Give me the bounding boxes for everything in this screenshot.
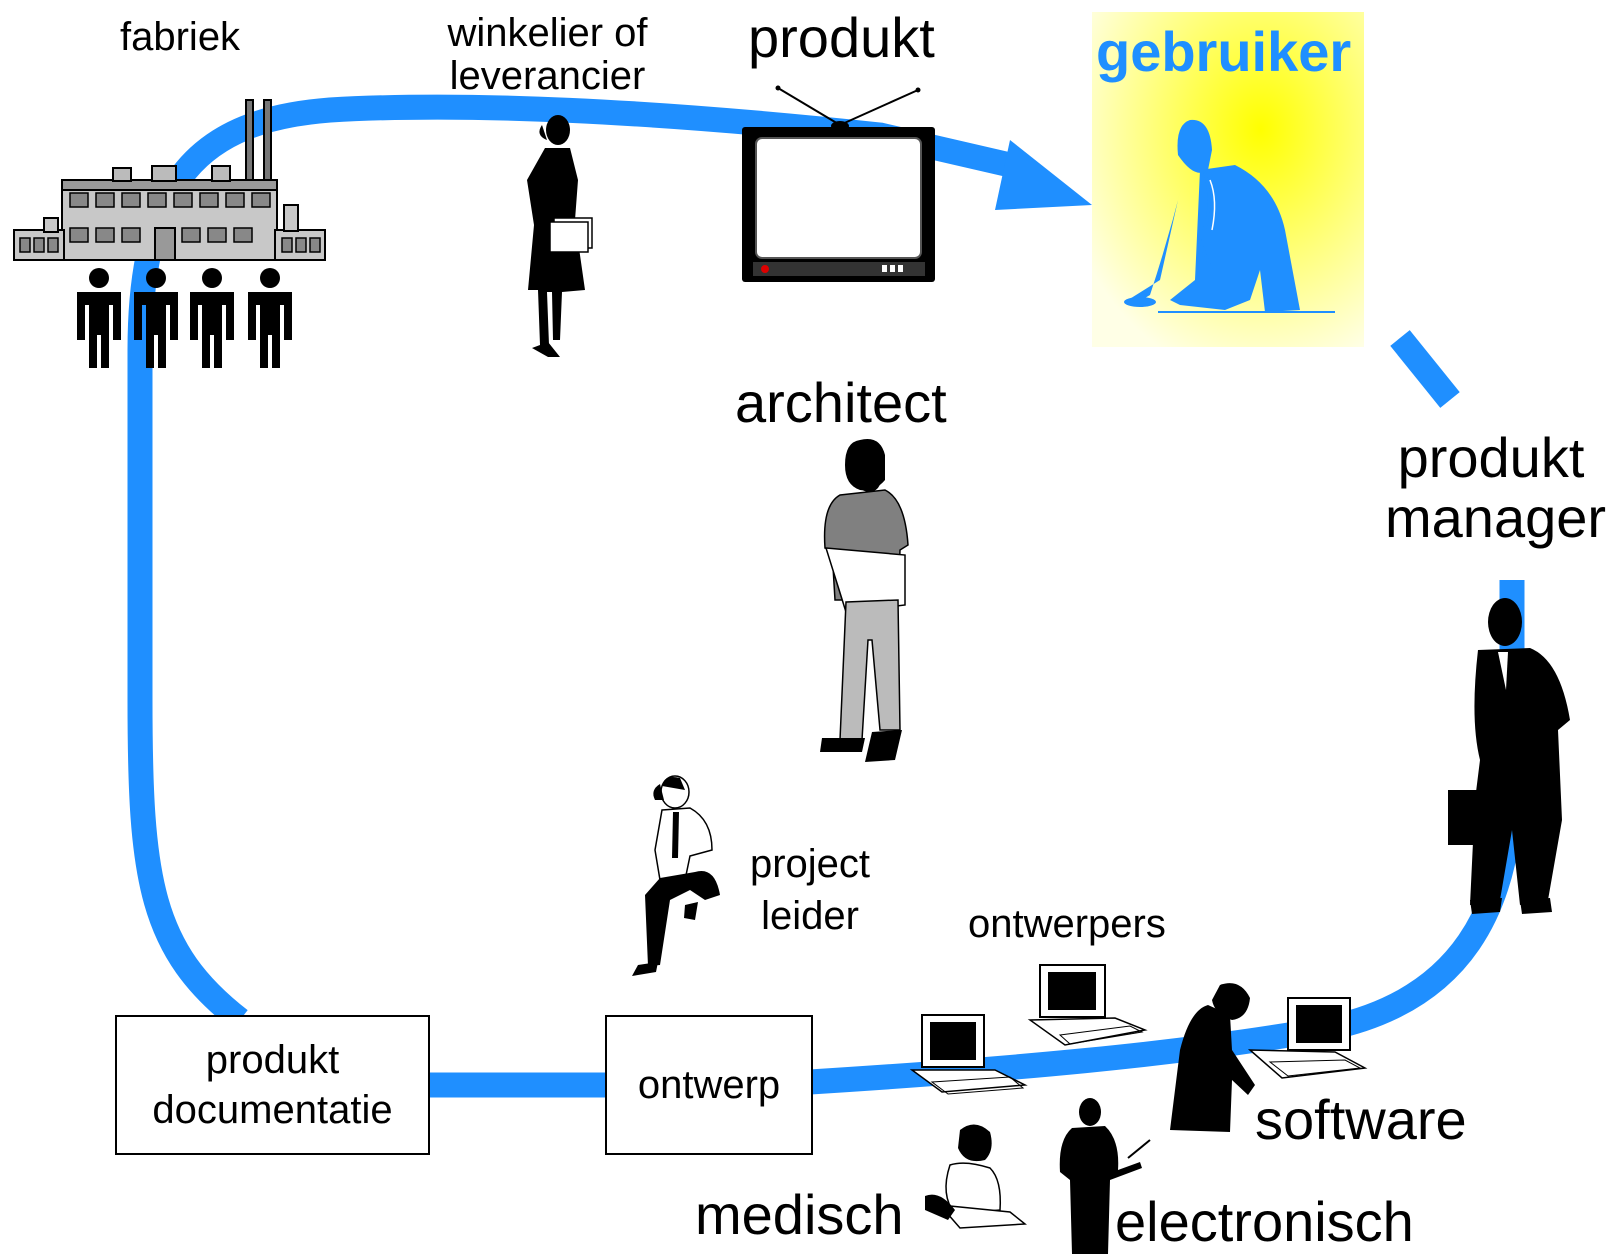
- ontwerp-box: ontwerp: [605, 1015, 813, 1155]
- label-gebruiker: gebruiker: [1096, 20, 1352, 83]
- produkt-documentatie-line2: documentatie: [152, 1088, 393, 1132]
- label-software: software: [1255, 1088, 1467, 1151]
- electronics-figure: [1059, 1098, 1151, 1254]
- workers-icon: [77, 268, 292, 368]
- label-winkelier: winkelier of leverancier: [440, 11, 655, 99]
- user-figure: [1124, 119, 1335, 313]
- label-winkelier-line1: winkelier of: [447, 11, 648, 55]
- ontwerp-label: ontwerp: [637, 1063, 781, 1107]
- software-engineer-figure: [1170, 983, 1255, 1132]
- label-produkt-manager-line1: produkt: [1397, 426, 1585, 489]
- label-project-leider-line1: project: [749, 842, 871, 886]
- computer-icon: [909, 1014, 1028, 1095]
- label-medisch: medisch: [695, 1183, 904, 1246]
- product-manager-figure: [1448, 598, 1570, 914]
- label-ontwerpers: ontwerpers: [968, 902, 1166, 946]
- label-project-leider: project leider: [740, 838, 880, 942]
- label-electronisch: electronisch: [1115, 1190, 1414, 1253]
- label-produkt-manager-line2: manager: [1385, 486, 1606, 550]
- label-produkt-manager: produkt manager: [1385, 426, 1606, 550]
- papers-icon: [549, 217, 593, 253]
- produkt-documentatie-box: produkt documentatie: [115, 1015, 430, 1155]
- label-project-leider-line2: leider: [761, 894, 859, 938]
- medical-figure: [925, 1124, 1027, 1229]
- produkt-documentatie-line1: produkt: [205, 1038, 340, 1082]
- flow-arrowhead: [995, 140, 1092, 210]
- label-fabriek: fabriek: [120, 15, 241, 59]
- label-architect: architect: [735, 371, 947, 434]
- label-produkt: produkt: [748, 6, 935, 69]
- label-winkelier-line2: leverancier: [449, 54, 646, 99]
- computer-icon: [1027, 964, 1148, 1046]
- computer-icon: [1247, 997, 1368, 1079]
- television-icon: [742, 85, 935, 282]
- factory-icon: [13, 99, 326, 261]
- project-leader-figure: [632, 775, 720, 976]
- architect-figure: [820, 439, 909, 762]
